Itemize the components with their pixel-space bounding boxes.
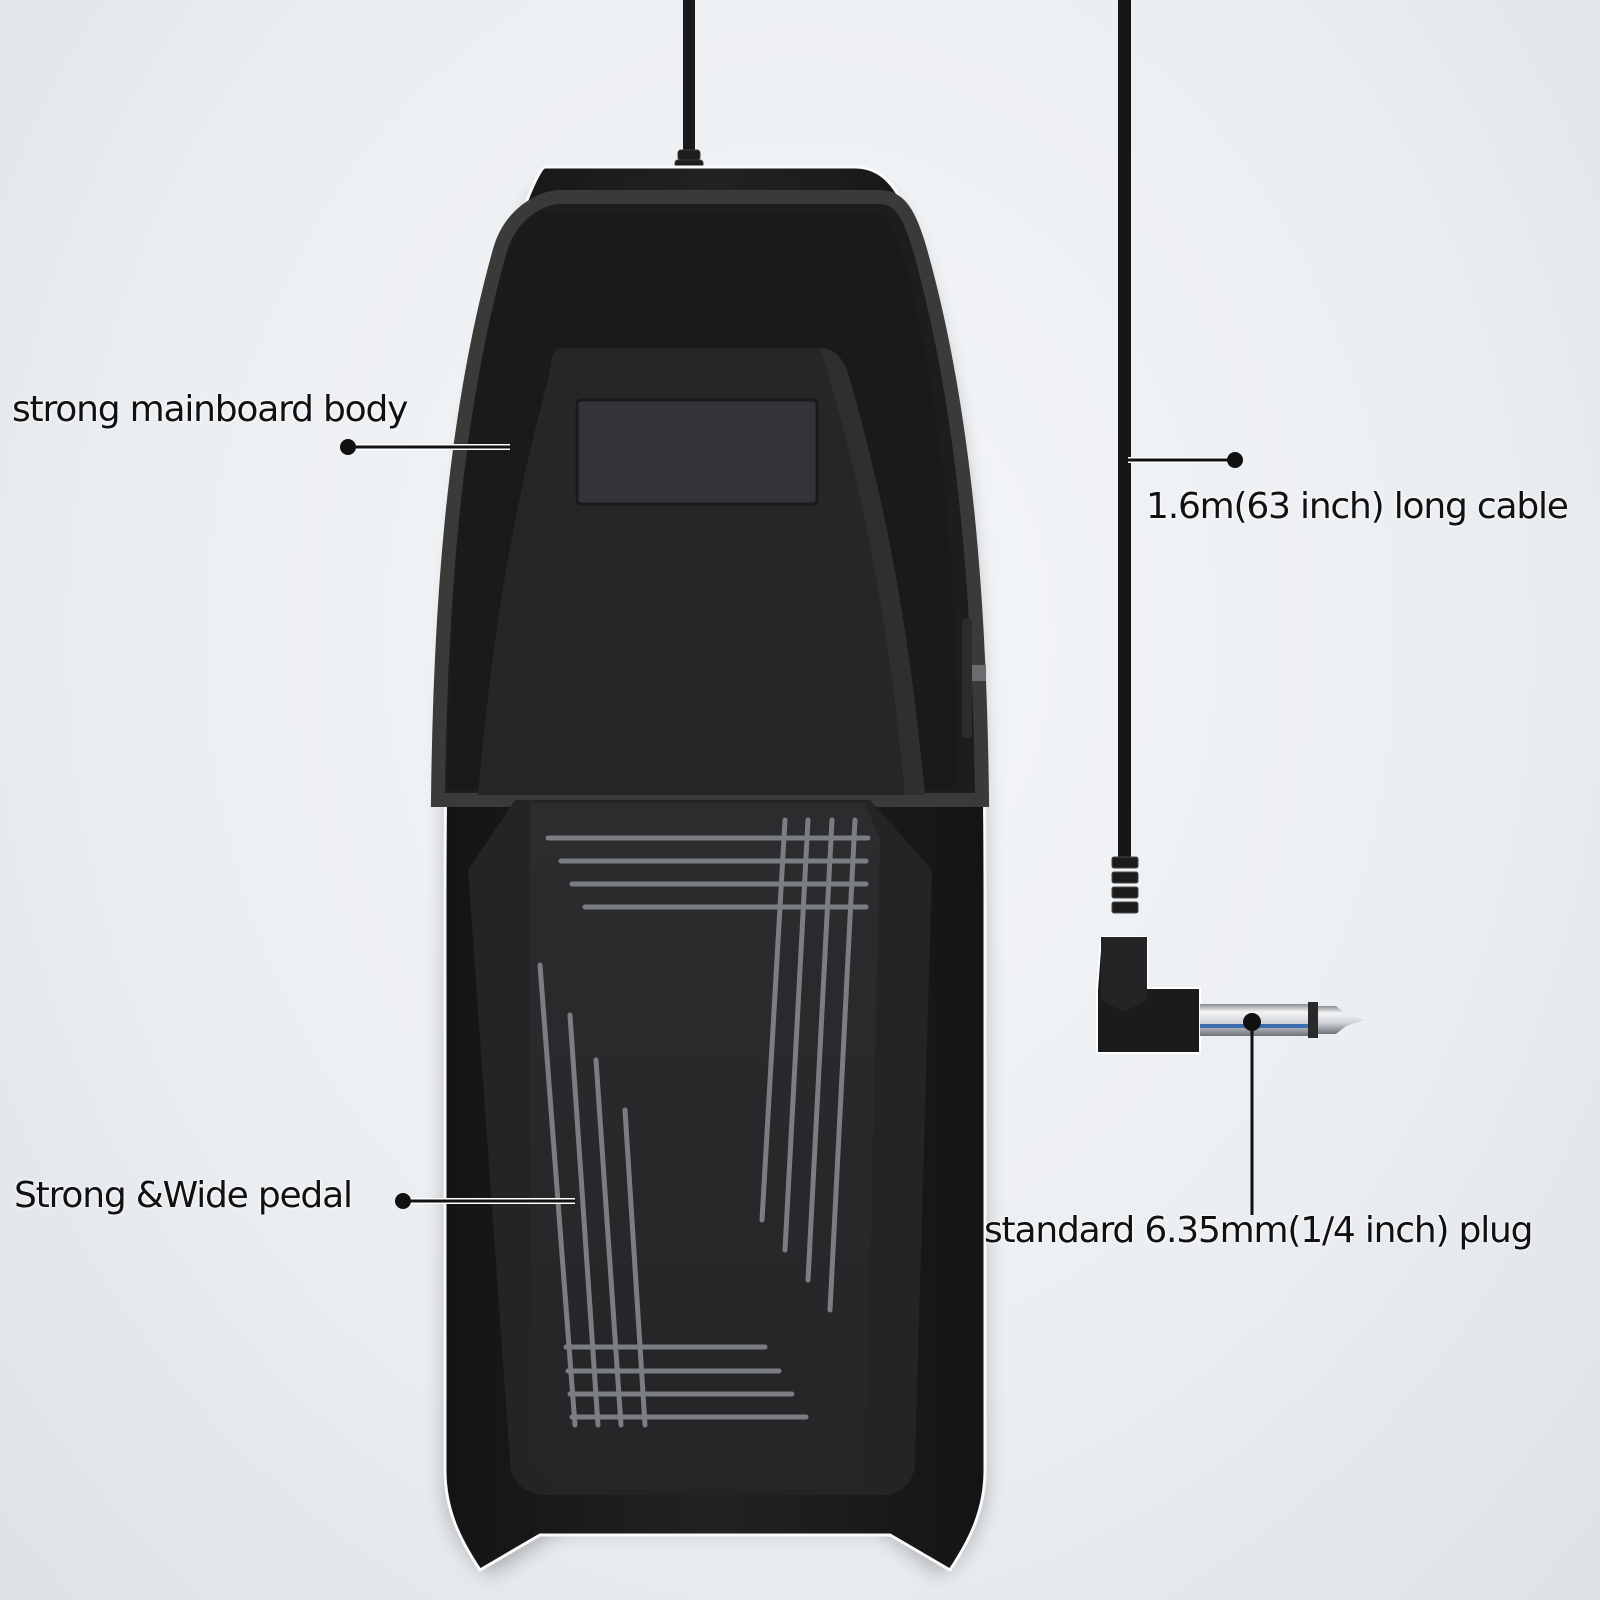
polarity-switch xyxy=(962,618,986,738)
callout-leaders xyxy=(340,439,1261,1215)
callout-label-body: strong mainboard body xyxy=(12,389,408,430)
callout-label-cable: 1.6m(63 inch) long cable xyxy=(1146,486,1569,527)
callout-label-pedal: Strong &Wide pedal xyxy=(14,1175,353,1216)
callout-label-plug: standard 6.35mm(1/4 inch) plug xyxy=(984,1210,1533,1251)
audio-plug xyxy=(1096,936,1364,1054)
grip-grooves-bottom xyxy=(537,962,809,1428)
label-window xyxy=(575,398,819,506)
grip-grooves-top xyxy=(545,817,871,1313)
long-cable xyxy=(1111,0,1139,914)
